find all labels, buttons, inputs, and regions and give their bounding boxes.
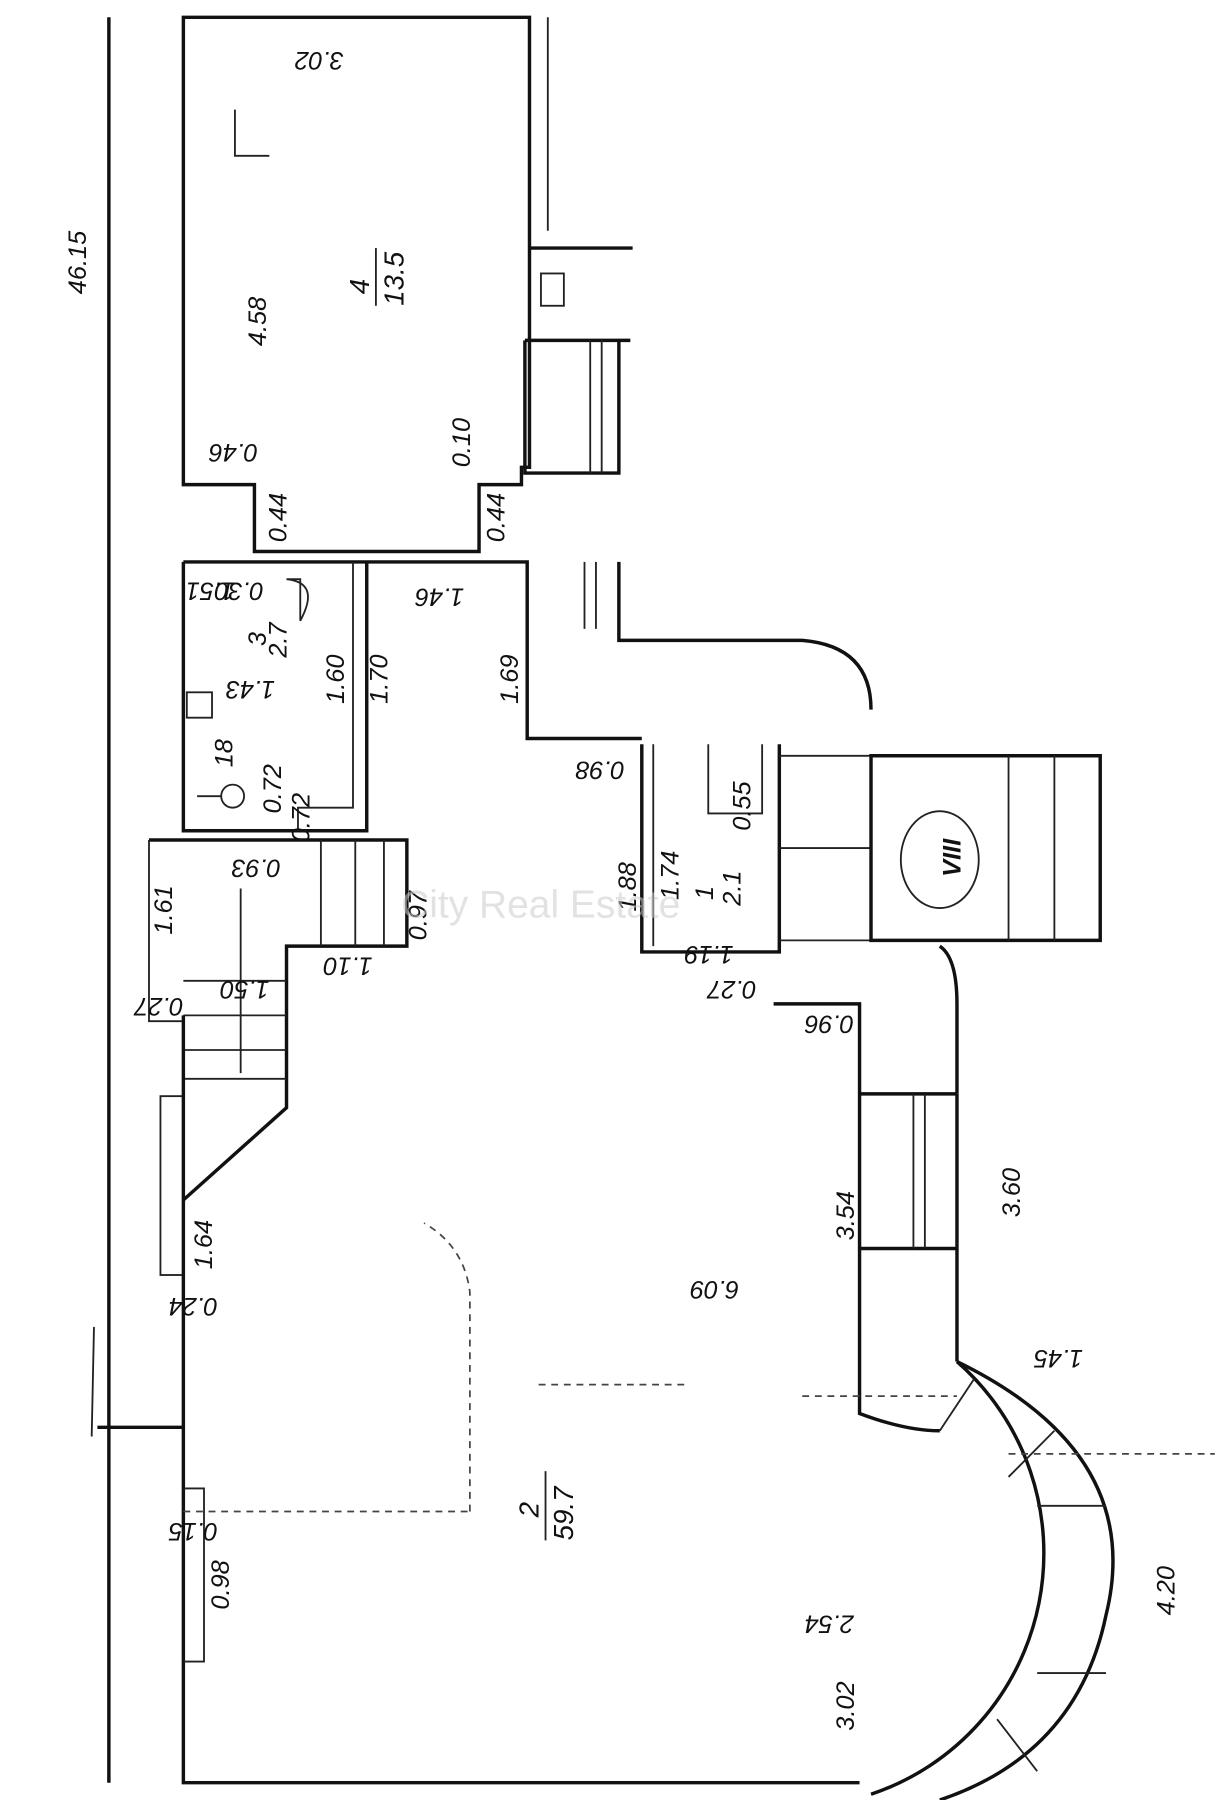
stair-left-walls xyxy=(148,838,409,1202)
room-2-right-wall xyxy=(773,1002,940,1433)
dim-label: 1.50 xyxy=(220,975,269,1003)
dimension-labels: 46.15 3.02 4.58 4 13.5 0.46 0.10 0.44 0.… xyxy=(64,46,1181,1731)
dim-label: 3.02 xyxy=(295,46,344,74)
dim-label: 1.10 xyxy=(323,952,372,980)
curved-wall xyxy=(617,561,873,710)
dim-label: 1.19 xyxy=(684,940,733,968)
dim-label: 1.43 xyxy=(226,675,275,703)
dim-label: 1.51 xyxy=(186,577,235,605)
dim-label: 3.02 xyxy=(832,1681,860,1730)
dim-label: 0.55 xyxy=(729,780,757,830)
dim-label: 1.69 xyxy=(496,654,524,703)
room-2-label: 2 59.7 xyxy=(514,1471,579,1540)
room-area: 2.7 xyxy=(265,621,293,658)
dim-label: 0.98 xyxy=(207,1560,235,1609)
dim-label: 0.27 xyxy=(706,975,756,1003)
room-number: 1 xyxy=(691,886,719,900)
dim-label: 1.45 xyxy=(1033,1344,1083,1372)
dim-label: 2.54 xyxy=(805,1609,855,1637)
dim-label: 3.54 xyxy=(832,1191,860,1240)
room-area: 59.7 xyxy=(548,1485,579,1541)
sketch-mark xyxy=(234,109,270,157)
toilet-icon xyxy=(286,578,309,622)
watermark: City Real Estate xyxy=(401,883,680,926)
dim-label: 3.60 xyxy=(998,1168,1026,1217)
sink-icon xyxy=(185,691,213,719)
stair-VIII-walls xyxy=(869,754,1102,943)
dim-label: 6.09 xyxy=(690,1275,739,1303)
dim-label: 0.15 xyxy=(168,1517,218,1545)
stair-top xyxy=(523,338,631,475)
dim-label: 0.44 xyxy=(265,493,293,542)
room-4-walls xyxy=(181,15,532,554)
dim-label: 4.58 xyxy=(244,297,272,346)
room-number: 3 xyxy=(244,632,272,646)
dim-label: 1.46 xyxy=(414,582,464,610)
room-1-label: 1 2.1 xyxy=(691,870,746,906)
stair-VIII-label: VIII xyxy=(938,838,966,877)
dim-label: 1.60 xyxy=(322,654,350,703)
room-area: 2.1 xyxy=(718,870,746,906)
room-number: 2 xyxy=(514,1502,545,1518)
dim-label: 0.30 xyxy=(215,577,264,605)
dim-label: 0.97 xyxy=(404,890,432,940)
dim-label: 1.70 xyxy=(365,654,393,703)
dim-label: 1.61 xyxy=(150,885,178,934)
dim-label: 0.72 xyxy=(288,793,316,842)
dim-label: 0.96 xyxy=(804,1009,854,1037)
dim-label: 4.20 xyxy=(1153,1566,1181,1615)
boiler-icon xyxy=(220,783,246,809)
dim-label: 0.24 xyxy=(169,1292,218,1320)
corridor-wall xyxy=(183,560,642,741)
outer-mark xyxy=(90,1326,95,1437)
dim-label: 0.72 xyxy=(259,764,287,813)
dim-label: 18 xyxy=(211,739,239,767)
room-3-walls xyxy=(181,561,369,833)
chimney-icon xyxy=(540,272,565,307)
dim-label: 0.98 xyxy=(576,756,625,784)
dim-label: 1.74 xyxy=(657,851,685,900)
label-outer-dimension: 46.15 xyxy=(64,230,92,294)
room-number: 4 xyxy=(344,279,375,294)
room-area: 13.5 xyxy=(379,251,410,306)
dim-label: 1.88 xyxy=(614,862,642,911)
dim-label: 0.44 xyxy=(482,493,510,542)
dim-label: 0.10 xyxy=(448,418,476,467)
bay-window-inner xyxy=(870,1360,1046,1796)
dim-label: 0.93 xyxy=(232,854,281,882)
bay-window-outer xyxy=(939,1359,1115,1800)
dim-label: 1.64 xyxy=(190,1220,218,1269)
room-3-label: 3 2.7 xyxy=(244,621,293,658)
dim-label: 0.27 xyxy=(133,992,183,1020)
dim-label: 0.46 xyxy=(208,438,258,466)
stair-VIII-marker xyxy=(899,810,980,909)
room-2-left-bottom xyxy=(181,1015,860,1785)
room-4-label: 4 13.5 xyxy=(344,248,409,306)
